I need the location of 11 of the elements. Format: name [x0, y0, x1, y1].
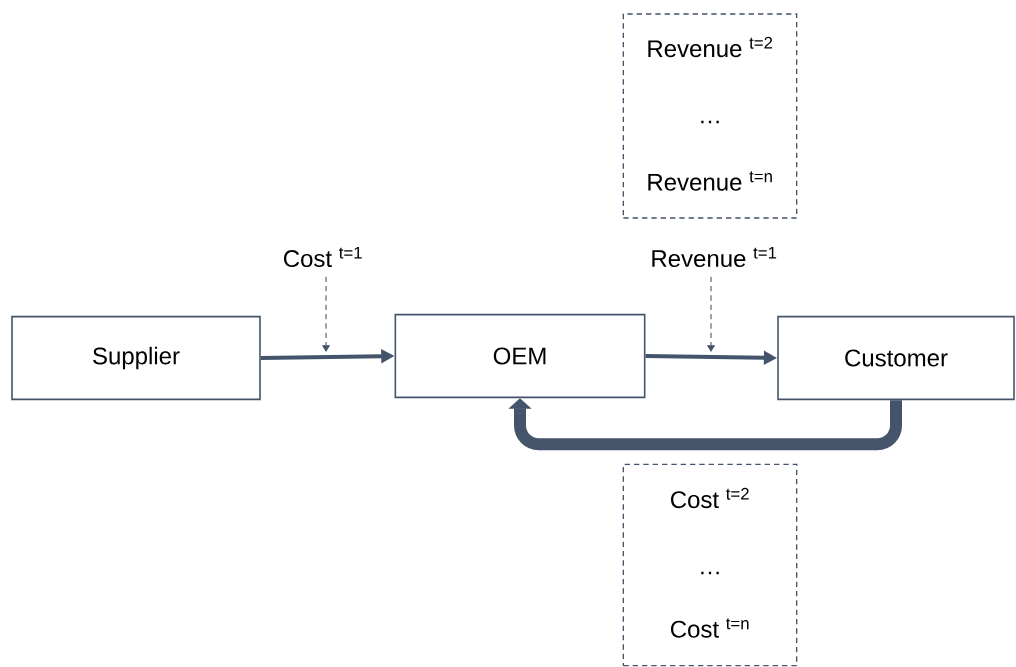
box-text: … — [701, 571, 719, 575]
process-box: OEM — [394, 313, 646, 399]
box-text: … — [701, 120, 719, 124]
box-text: Revenue $^{t=2}$ — [648, 36, 773, 58]
box-text: Cost $^{t=2}$ — [670, 487, 749, 509]
box-text: Cost $^{t=n}$ — [670, 618, 749, 638]
box-text: Revenue $^{t=n}$ — [648, 171, 772, 191]
process-box: Customer — [777, 315, 1015, 401]
cost-label: Revenue $^{t=1}$ — [652, 246, 777, 268]
process-box: Supplier — [11, 315, 261, 401]
cost-label: Cost $^{t=1}$ — [283, 246, 362, 268]
